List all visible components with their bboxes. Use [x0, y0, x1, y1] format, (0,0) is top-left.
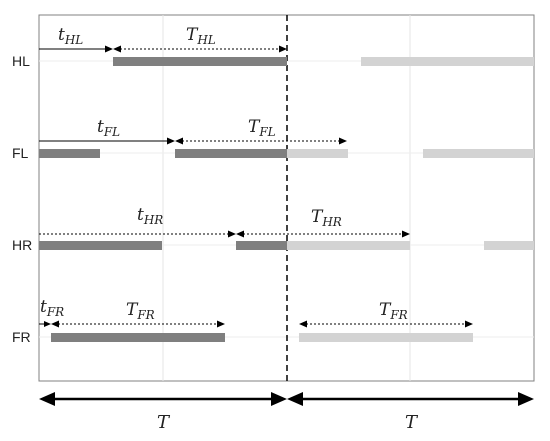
arrowhead-icon [339, 137, 347, 145]
hr-phase-bar [236, 241, 287, 250]
arrowhead-icon [518, 392, 534, 406]
arrowhead-icon [228, 230, 236, 238]
tfl-offset-label: tFL [97, 117, 120, 139]
fl-phase-bar [175, 149, 287, 158]
fl-phase-bar [39, 149, 100, 158]
hl-phase-bar-next [361, 57, 534, 66]
arrowhead-icon [105, 45, 113, 53]
thl-offset-label: tHL [58, 25, 83, 47]
arrowhead-icon [465, 320, 473, 328]
arrowhead-icon [167, 137, 175, 145]
arrowhead-icon [51, 320, 59, 328]
THR-duration-label: THR [311, 207, 342, 229]
leg-label-fr: FR [12, 329, 31, 345]
fr-phase-bar [51, 333, 225, 342]
tfr-offset-label: tFR [40, 297, 64, 319]
THL-duration-label: THL [186, 25, 216, 47]
arrowhead-icon [236, 230, 244, 238]
TFL-duration-label: TFL [248, 117, 276, 139]
hl-phase-bar [113, 57, 287, 66]
hr-phase-bar [39, 241, 162, 250]
arrowhead-icon [271, 392, 287, 406]
arrowhead-icon [113, 45, 121, 53]
fl-phase-bar-next [287, 149, 348, 158]
hr-phase-bar-next [484, 241, 534, 250]
period-label-left: T [157, 412, 171, 433]
leg-label-hl: HL [12, 53, 30, 69]
period-label-right: T [405, 412, 419, 433]
arrowhead-icon [279, 45, 287, 53]
arrowhead-icon [39, 392, 55, 406]
arrowhead-icon [175, 137, 183, 145]
arrowhead-icon [217, 320, 225, 328]
arrowhead-icon [299, 320, 307, 328]
arrowhead-icon [44, 321, 51, 327]
leg-label-hr: HR [12, 237, 32, 253]
arrowhead-icon [402, 230, 410, 238]
arrowhead-icon [287, 392, 303, 406]
TFR-duration-label-next: TFR [379, 300, 408, 322]
hr-phase-bar-next [287, 241, 410, 250]
fr-phase-bar-next [299, 333, 473, 342]
TFR-duration-label: TFR [126, 300, 155, 322]
thr-offset-label: tHR [137, 205, 163, 227]
fl-phase-bar-next [423, 149, 534, 158]
leg-label-fl: FL [12, 145, 29, 161]
